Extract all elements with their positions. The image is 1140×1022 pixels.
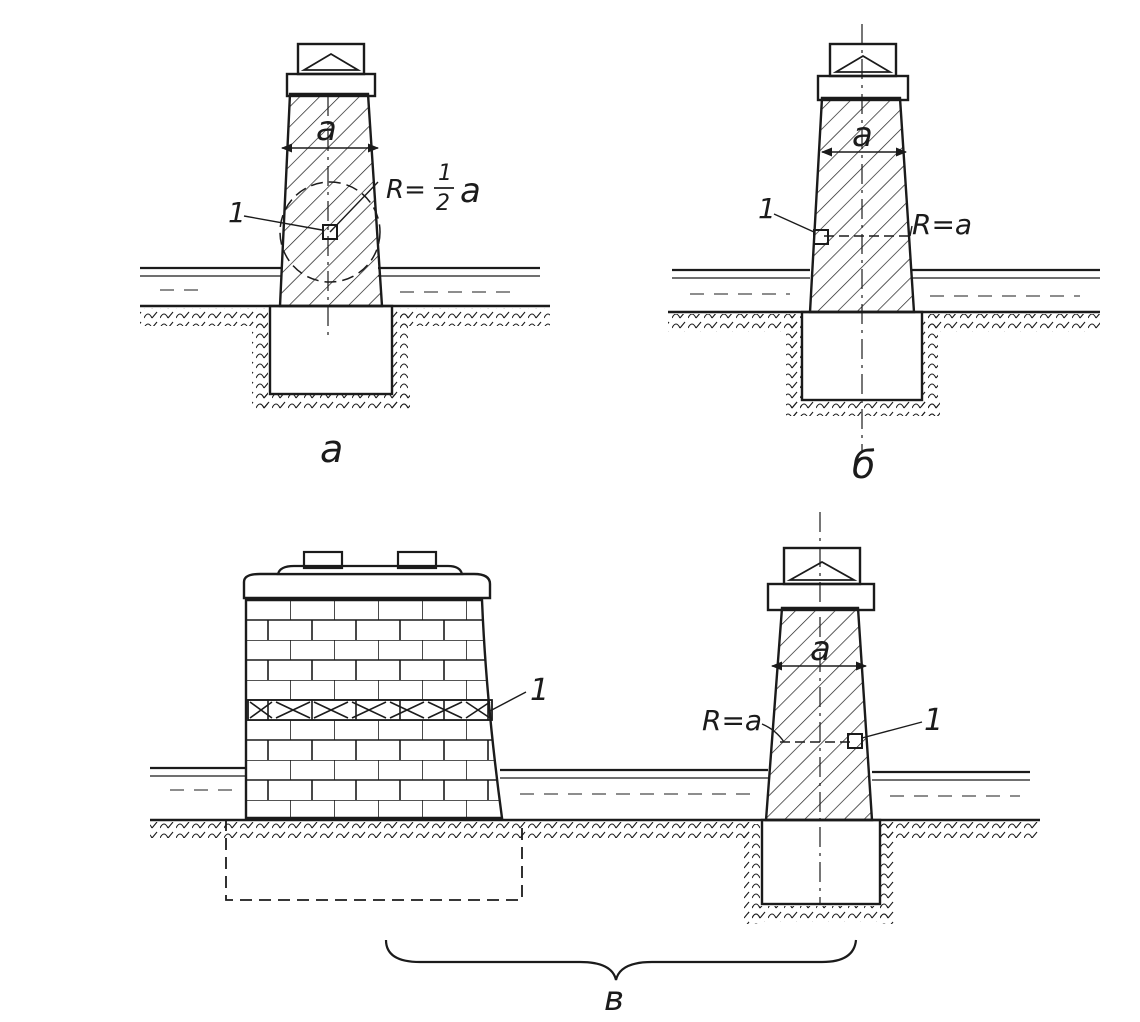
bearing-block-right — [396, 550, 438, 570]
radius-leader — [329, 181, 379, 233]
radius-leader — [909, 225, 913, 237]
radius-circle — [279, 181, 381, 283]
brick-marker-leader — [487, 691, 527, 713]
panel-v: 1 а R=а 1 в — [150, 512, 1040, 1019]
radius-formula: R= 1 2 а — [386, 161, 481, 216]
radius-label-var: а — [460, 171, 481, 211]
marker-label: 1 — [758, 192, 776, 225]
bearing-roof — [832, 54, 894, 73]
bearing-block — [296, 42, 366, 76]
panel-a: а 1 R= 1 2 а а — [140, 42, 550, 471]
marker-box — [847, 733, 863, 749]
bearing-roof — [300, 52, 362, 71]
marker-leader — [243, 215, 323, 231]
marker-label: 1 — [924, 703, 943, 738]
radius-label: R=а — [702, 704, 762, 737]
bearing-block-left — [302, 550, 344, 570]
marker-label: 1 — [228, 196, 246, 229]
radius-label-den: 2 — [436, 191, 450, 216]
width-label: а — [316, 109, 337, 149]
pier-body — [764, 606, 874, 822]
pier-cap — [816, 74, 910, 102]
water-surface — [150, 766, 1030, 797]
radius-label-r: R= — [386, 175, 426, 205]
ground — [150, 818, 1040, 924]
bearing-block — [782, 546, 862, 586]
panel-v-brace — [384, 939, 858, 981]
brick-pier-body — [244, 598, 504, 820]
marker-leader — [861, 721, 923, 739]
foundation — [268, 304, 394, 396]
width-label: а — [852, 115, 873, 155]
marker-leader — [773, 213, 815, 233]
ground — [140, 304, 550, 410]
brick-pier-foundation — [225, 819, 523, 901]
radius-label-num: 1 — [438, 161, 452, 186]
panel-v-caption: в — [604, 979, 624, 1019]
marker-box — [813, 229, 829, 245]
bearing-roof — [786, 560, 858, 581]
marker-box — [322, 224, 338, 240]
brick-marker-label: 1 — [530, 673, 549, 708]
water-surface — [672, 268, 1100, 297]
water-surface — [140, 266, 540, 293]
brick-pier-marker-cross — [249, 701, 491, 719]
brick-pier-cornice — [242, 572, 492, 600]
panel-b: а R=а 1 б — [668, 24, 1100, 487]
foundation — [760, 818, 882, 906]
pier-cap — [766, 582, 876, 612]
radius-leader — [761, 723, 785, 743]
panel-b-caption: б — [852, 443, 875, 487]
ground — [668, 310, 1100, 416]
radius-label: R=а — [912, 208, 972, 241]
panel-a-caption: а — [320, 427, 343, 471]
width-label: а — [810, 629, 831, 669]
bearing-block — [828, 42, 898, 78]
pier-cap — [285, 72, 377, 98]
